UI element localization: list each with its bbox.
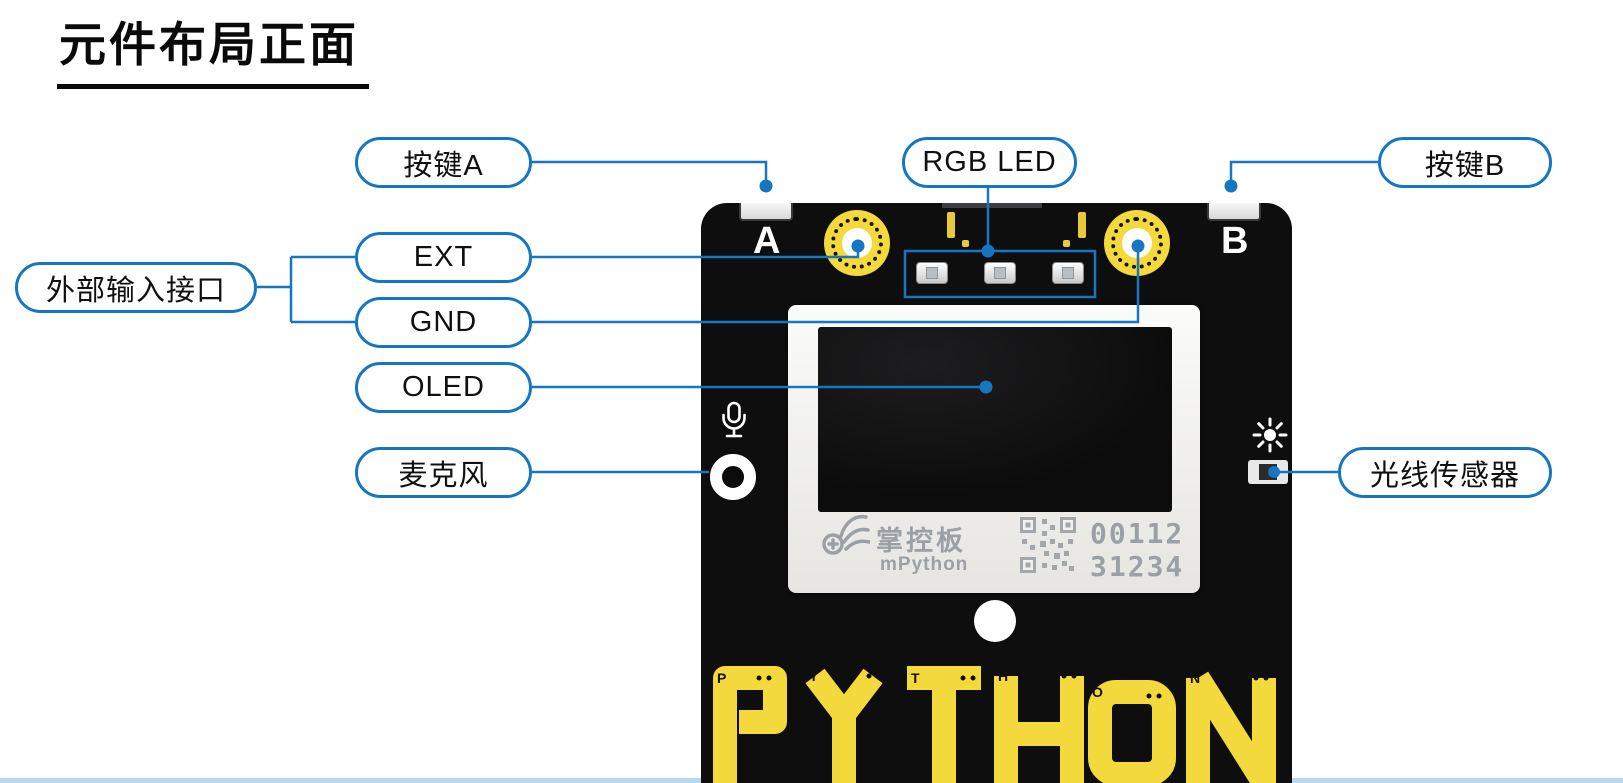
pad-contact-dot: [1061, 673, 1067, 679]
callout-rgb-led-label: RGB LED: [922, 146, 1057, 178]
touchpad-label: Y: [809, 668, 819, 684]
wire-dot-button-b: [1224, 179, 1238, 193]
callout-oled-label: OLED: [402, 371, 485, 403]
pad-contact-dot: [970, 675, 976, 681]
callout-button-a: 按键A: [355, 137, 532, 188]
pad-contact-dot: [960, 675, 966, 681]
button-a-tab: [739, 203, 793, 221]
rgb-led-2: [984, 262, 1016, 284]
touchpad-letter-h: [994, 676, 1084, 783]
serial-number-line2: 31234: [1090, 550, 1185, 583]
wire-ext-input-bracket: [257, 255, 355, 324]
mpython-hand-logo-icon: [822, 514, 870, 555]
page-title: 元件布局正面: [57, 6, 369, 89]
board-label-b: B: [1221, 220, 1249, 262]
callout-ext-input: 外部输入接口: [15, 262, 257, 313]
light-sensor-sun-icon: [1252, 417, 1288, 453]
mpython-board: A B: [701, 203, 1292, 783]
touchpad-letter-t: [907, 666, 981, 783]
usb-connector: [942, 203, 1042, 208]
pad-contact-dot: [876, 673, 882, 679]
touchpad-letter-y: [805, 668, 883, 783]
pad-contact-dot: [756, 675, 762, 681]
gold-trace-mark: [1078, 212, 1086, 238]
python-touchpads: P Y T H O N: [713, 666, 1276, 783]
callout-button-b: 按键B: [1378, 137, 1552, 188]
callout-ext-label: EXT: [413, 241, 474, 273]
logo-text-cn: 掌控板: [876, 526, 966, 556]
light-sensor-component: [1248, 460, 1288, 484]
gold-trace-mark: [1063, 240, 1070, 247]
led-die: [994, 267, 1006, 279]
oled-module: 掌控板 mPython 00112 31234: [788, 305, 1200, 593]
pad-contact-dot: [1253, 675, 1259, 681]
pad-contact-dot: [866, 673, 872, 679]
touchpad-letter-n: [1186, 671, 1276, 783]
mounting-hole: [974, 600, 1016, 642]
callout-button-a-label: 按键A: [403, 149, 484, 182]
touchpad-label: H: [998, 668, 1008, 684]
touchpad-letter-p: [713, 666, 787, 783]
wire-button-b: [1229, 160, 1378, 184]
callout-gnd-label: GND: [409, 306, 478, 338]
touchpad-label: O: [1092, 684, 1103, 700]
callout-button-b-label: 按键B: [1424, 149, 1506, 182]
touchpad-label: T: [911, 670, 920, 686]
microphone-hole: [710, 454, 756, 500]
gold-trace-mark: [947, 212, 955, 238]
touchpad-letter-o: [1088, 680, 1176, 783]
pad-center-hole: [842, 228, 872, 258]
crocodile-pad-ext: [824, 210, 890, 276]
pad-contact-dot: [1263, 675, 1269, 681]
callout-light-sensor: 光线传感器: [1338, 447, 1552, 498]
rgb-led-3: [1052, 262, 1084, 284]
wire-button-a: [532, 160, 768, 184]
touchpad-label: N: [1190, 670, 1200, 686]
pad-center-hole: [1122, 228, 1152, 258]
callout-ext-input-label: 外部输入接口: [45, 274, 226, 307]
rgb-led-1: [916, 262, 948, 284]
callout-mic: 麦克风: [355, 447, 532, 498]
pad-contact-dot: [1146, 693, 1152, 699]
board-label-a: A: [753, 220, 781, 262]
wire-dot-button-a: [759, 179, 773, 193]
callout-light-sensor-label: 光线传感器: [1369, 459, 1520, 492]
serial-number-line1: 00112: [1090, 517, 1185, 550]
callout-mic-label: 麦克风: [398, 459, 489, 492]
logo-text-en: mPython: [880, 554, 969, 575]
callout-rgb-led: RGB LED: [902, 137, 1077, 188]
pad-contact-dot: [766, 675, 772, 681]
gold-trace-mark: [962, 240, 969, 247]
oled-screen: [818, 327, 1172, 512]
crocodile-pad-gnd: [1104, 210, 1170, 276]
callout-ext: EXT: [355, 232, 532, 283]
microphone-icon: [722, 401, 746, 438]
touchpad-label: P: [717, 670, 726, 686]
led-die: [926, 267, 938, 279]
pad-contact-dot: [1156, 693, 1162, 699]
callout-oled: OLED: [355, 362, 532, 413]
qr-code: [1020, 517, 1076, 573]
light-sensor-die: [1259, 464, 1277, 480]
pad-contact-dot: [1071, 673, 1077, 679]
button-b-tab: [1207, 203, 1261, 221]
led-die: [1062, 267, 1074, 279]
callout-gnd: GND: [355, 297, 532, 348]
